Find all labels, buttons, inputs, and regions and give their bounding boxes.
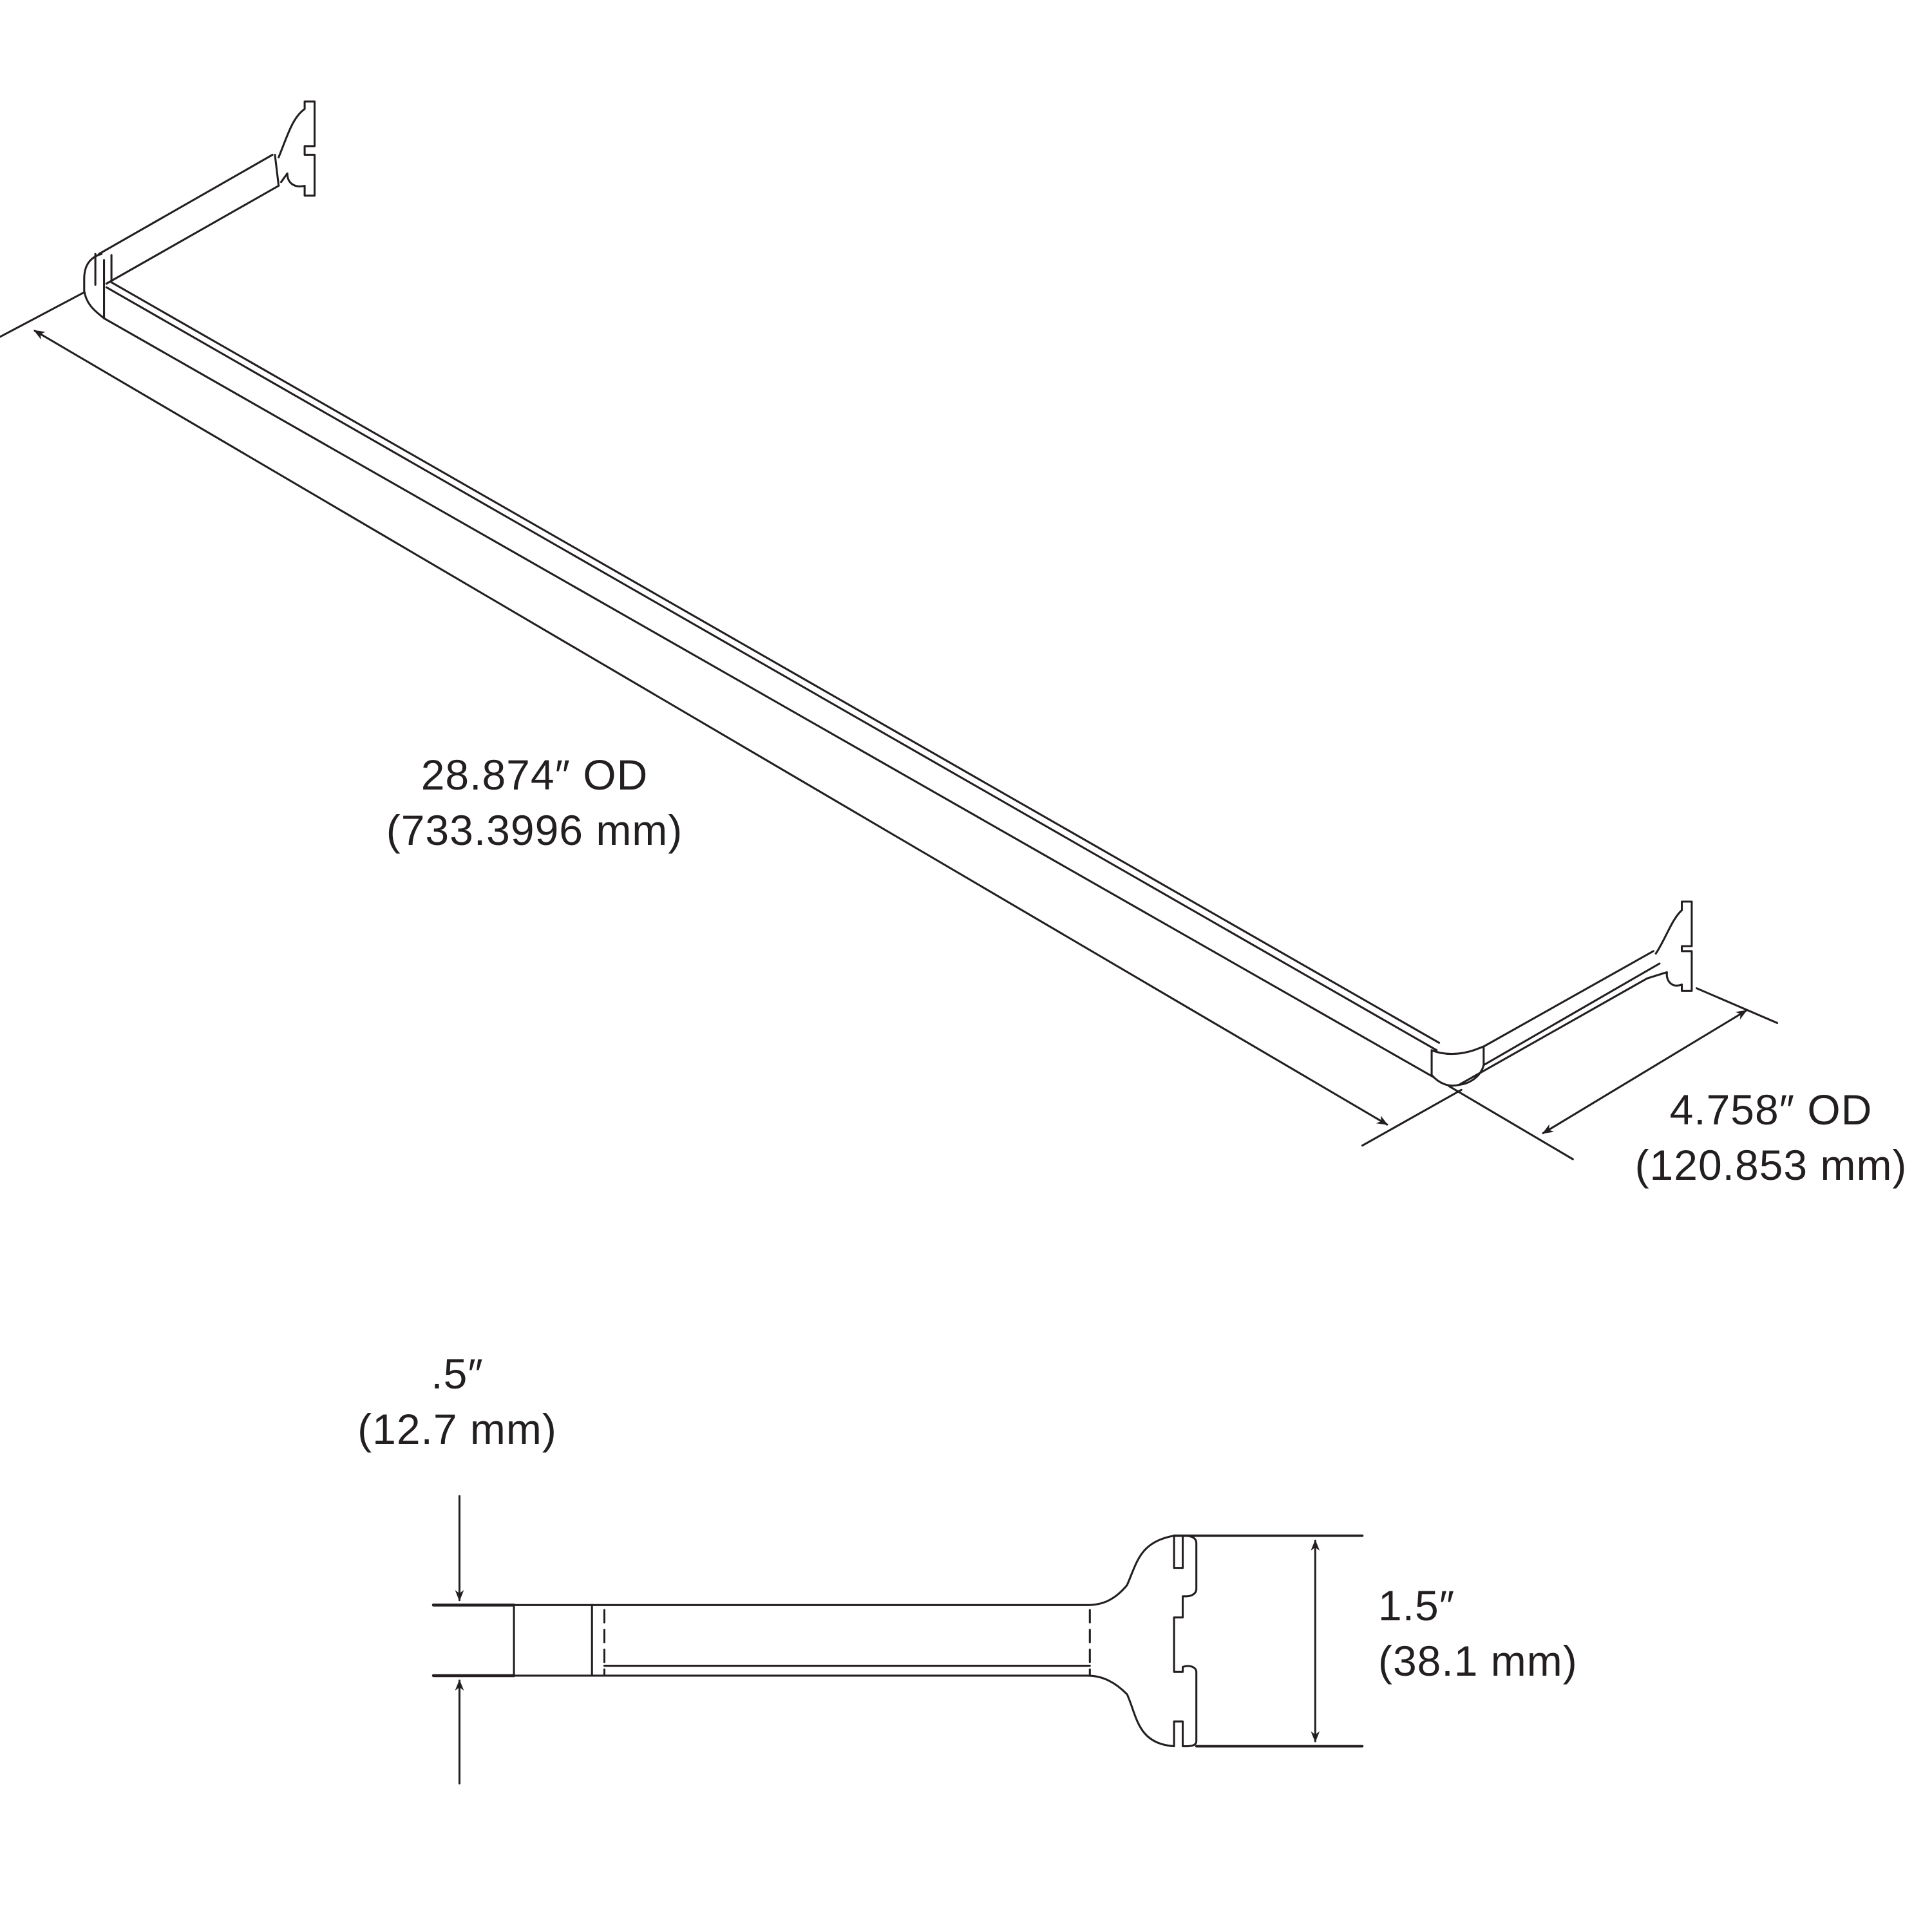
left-bracket bbox=[278, 100, 316, 197]
length-metric: (733.3996 mm) bbox=[386, 806, 683, 854]
depth-imperial: 4.758″ OD bbox=[1669, 1086, 1873, 1133]
length-label: 28.874″ OD (733.3996 mm) bbox=[341, 747, 728, 858]
bracket-height-label: 1.5″ (38.1 mm) bbox=[1378, 1578, 1610, 1689]
depth-ext-right bbox=[1696, 987, 1779, 1024]
length-imperial: 28.874″ OD bbox=[421, 751, 649, 799]
bracket-height-metric: (38.1 mm) bbox=[1378, 1637, 1578, 1685]
rod-height-label: .5″ (12.7 mm) bbox=[335, 1346, 580, 1457]
side-view bbox=[431, 1495, 1364, 1785]
right-bracket bbox=[1646, 900, 1693, 992]
depth-label: 4.758″ OD (120.853 mm) bbox=[1610, 1082, 1932, 1193]
depth-ext-left bbox=[1448, 1085, 1574, 1160]
rod-height-imperial: .5″ bbox=[431, 1350, 484, 1397]
rod-body bbox=[513, 1535, 1175, 1748]
right-corner bbox=[1430, 1045, 1485, 1087]
length-ext-right bbox=[1361, 1088, 1463, 1147]
left-arm bbox=[98, 153, 280, 285]
right-arm bbox=[1457, 950, 1661, 1086]
depth-metric: (120.853 mm) bbox=[1634, 1141, 1908, 1189]
depth-dim-line bbox=[1542, 1009, 1748, 1135]
bracket-height-imperial: 1.5″ bbox=[1378, 1582, 1455, 1629]
side-bracket bbox=[1173, 1535, 1198, 1748]
left-corner bbox=[83, 252, 106, 319]
length-ext-left bbox=[0, 291, 86, 338]
length-dim-line bbox=[33, 329, 1388, 1126]
isometric-rod bbox=[0, 100, 1779, 1160]
rod-height-metric: (12.7 mm) bbox=[357, 1405, 557, 1453]
main-rod bbox=[103, 281, 1441, 1079]
